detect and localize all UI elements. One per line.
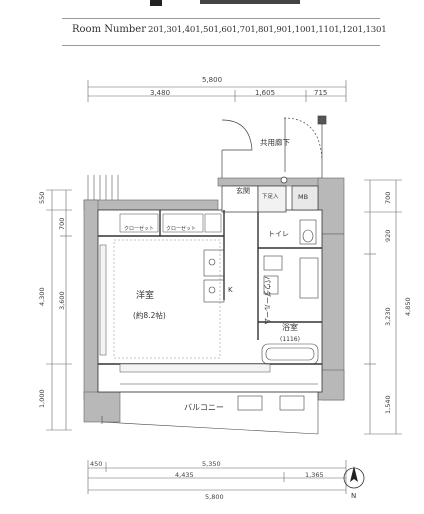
right-dimensions xyxy=(364,179,402,435)
shared-corridor-area xyxy=(221,115,327,178)
dim-top-seg-1: 3,480 xyxy=(150,89,170,97)
dim-left-1: 550 xyxy=(38,192,46,204)
dim-right-2: 920 xyxy=(384,230,392,242)
label-shared-corridor: 共用廊下 xyxy=(260,137,290,147)
label-balcony: バルコニー xyxy=(184,403,224,412)
room-number-list: 201,301,401,501,601,701,801,901,1001,110… xyxy=(148,25,387,35)
label-shoe-box: 下足入 xyxy=(262,193,279,200)
dim-top-seg-2: 1,605 xyxy=(255,89,275,97)
bottom-dimensions xyxy=(87,460,347,494)
dim-right-4: 4,850 xyxy=(404,297,412,316)
top-strip xyxy=(150,0,300,6)
dim-top-seg-3: 715 xyxy=(314,89,327,97)
left-dimensions xyxy=(46,189,72,431)
label-western-room-size: (約8.2帖) xyxy=(133,310,166,320)
label-western-room: 洋室 xyxy=(136,289,154,301)
label-kitchen: K xyxy=(228,286,233,294)
dim-bottom-seg-1: 450 xyxy=(90,460,102,468)
label-toilet: トイレ xyxy=(268,230,289,238)
label-mb: MB xyxy=(298,193,308,201)
label-bathroom-size: (1116) xyxy=(280,336,300,343)
outer-walls xyxy=(83,177,345,423)
dim-bottom-seg-4: 1,365 xyxy=(305,471,324,479)
label-bathroom: 浴室 xyxy=(282,322,298,332)
label-closet-1: クローゼット xyxy=(124,225,154,232)
closets xyxy=(119,213,222,233)
bathroom-fixtures xyxy=(261,343,319,365)
dim-bottom-total: 5,800 xyxy=(205,493,224,501)
kitchen-area xyxy=(203,249,225,303)
dim-right-3: 3,230 xyxy=(384,307,392,326)
western-room-windows xyxy=(99,244,271,373)
dim-bottom-seg-3: 4,435 xyxy=(175,471,194,479)
label-entrance: 玄関 xyxy=(236,186,250,195)
top-dimensions xyxy=(87,80,347,102)
dim-left-3: 4,300 xyxy=(38,287,46,306)
room-number-header: Room Number 201,301,401,501,601,701,801,… xyxy=(62,18,387,46)
dim-right-5: 1,540 xyxy=(384,395,392,414)
western-room-outline xyxy=(113,239,221,359)
toilet-fixtures xyxy=(263,219,319,299)
dim-right-1: 700 xyxy=(384,192,392,204)
dim-left-5: 1,000 xyxy=(38,389,46,408)
room-number-label: Room Number xyxy=(72,24,147,35)
label-powder-room: パウダールーム xyxy=(263,276,272,325)
dim-bottom-seg-2: 5,350 xyxy=(202,460,221,468)
dim-top-total: 5,800 xyxy=(202,76,222,84)
label-closet-2: クローゼット xyxy=(166,225,196,232)
interior-floor xyxy=(97,209,323,393)
compass-icon xyxy=(343,466,365,489)
compass-north-label: N xyxy=(351,492,356,500)
dim-left-4: 3,600 xyxy=(58,291,66,310)
dim-left-2: 700 xyxy=(58,218,66,230)
entrance-block xyxy=(221,176,319,213)
left-fence xyxy=(87,175,119,200)
balcony-area xyxy=(101,383,319,435)
